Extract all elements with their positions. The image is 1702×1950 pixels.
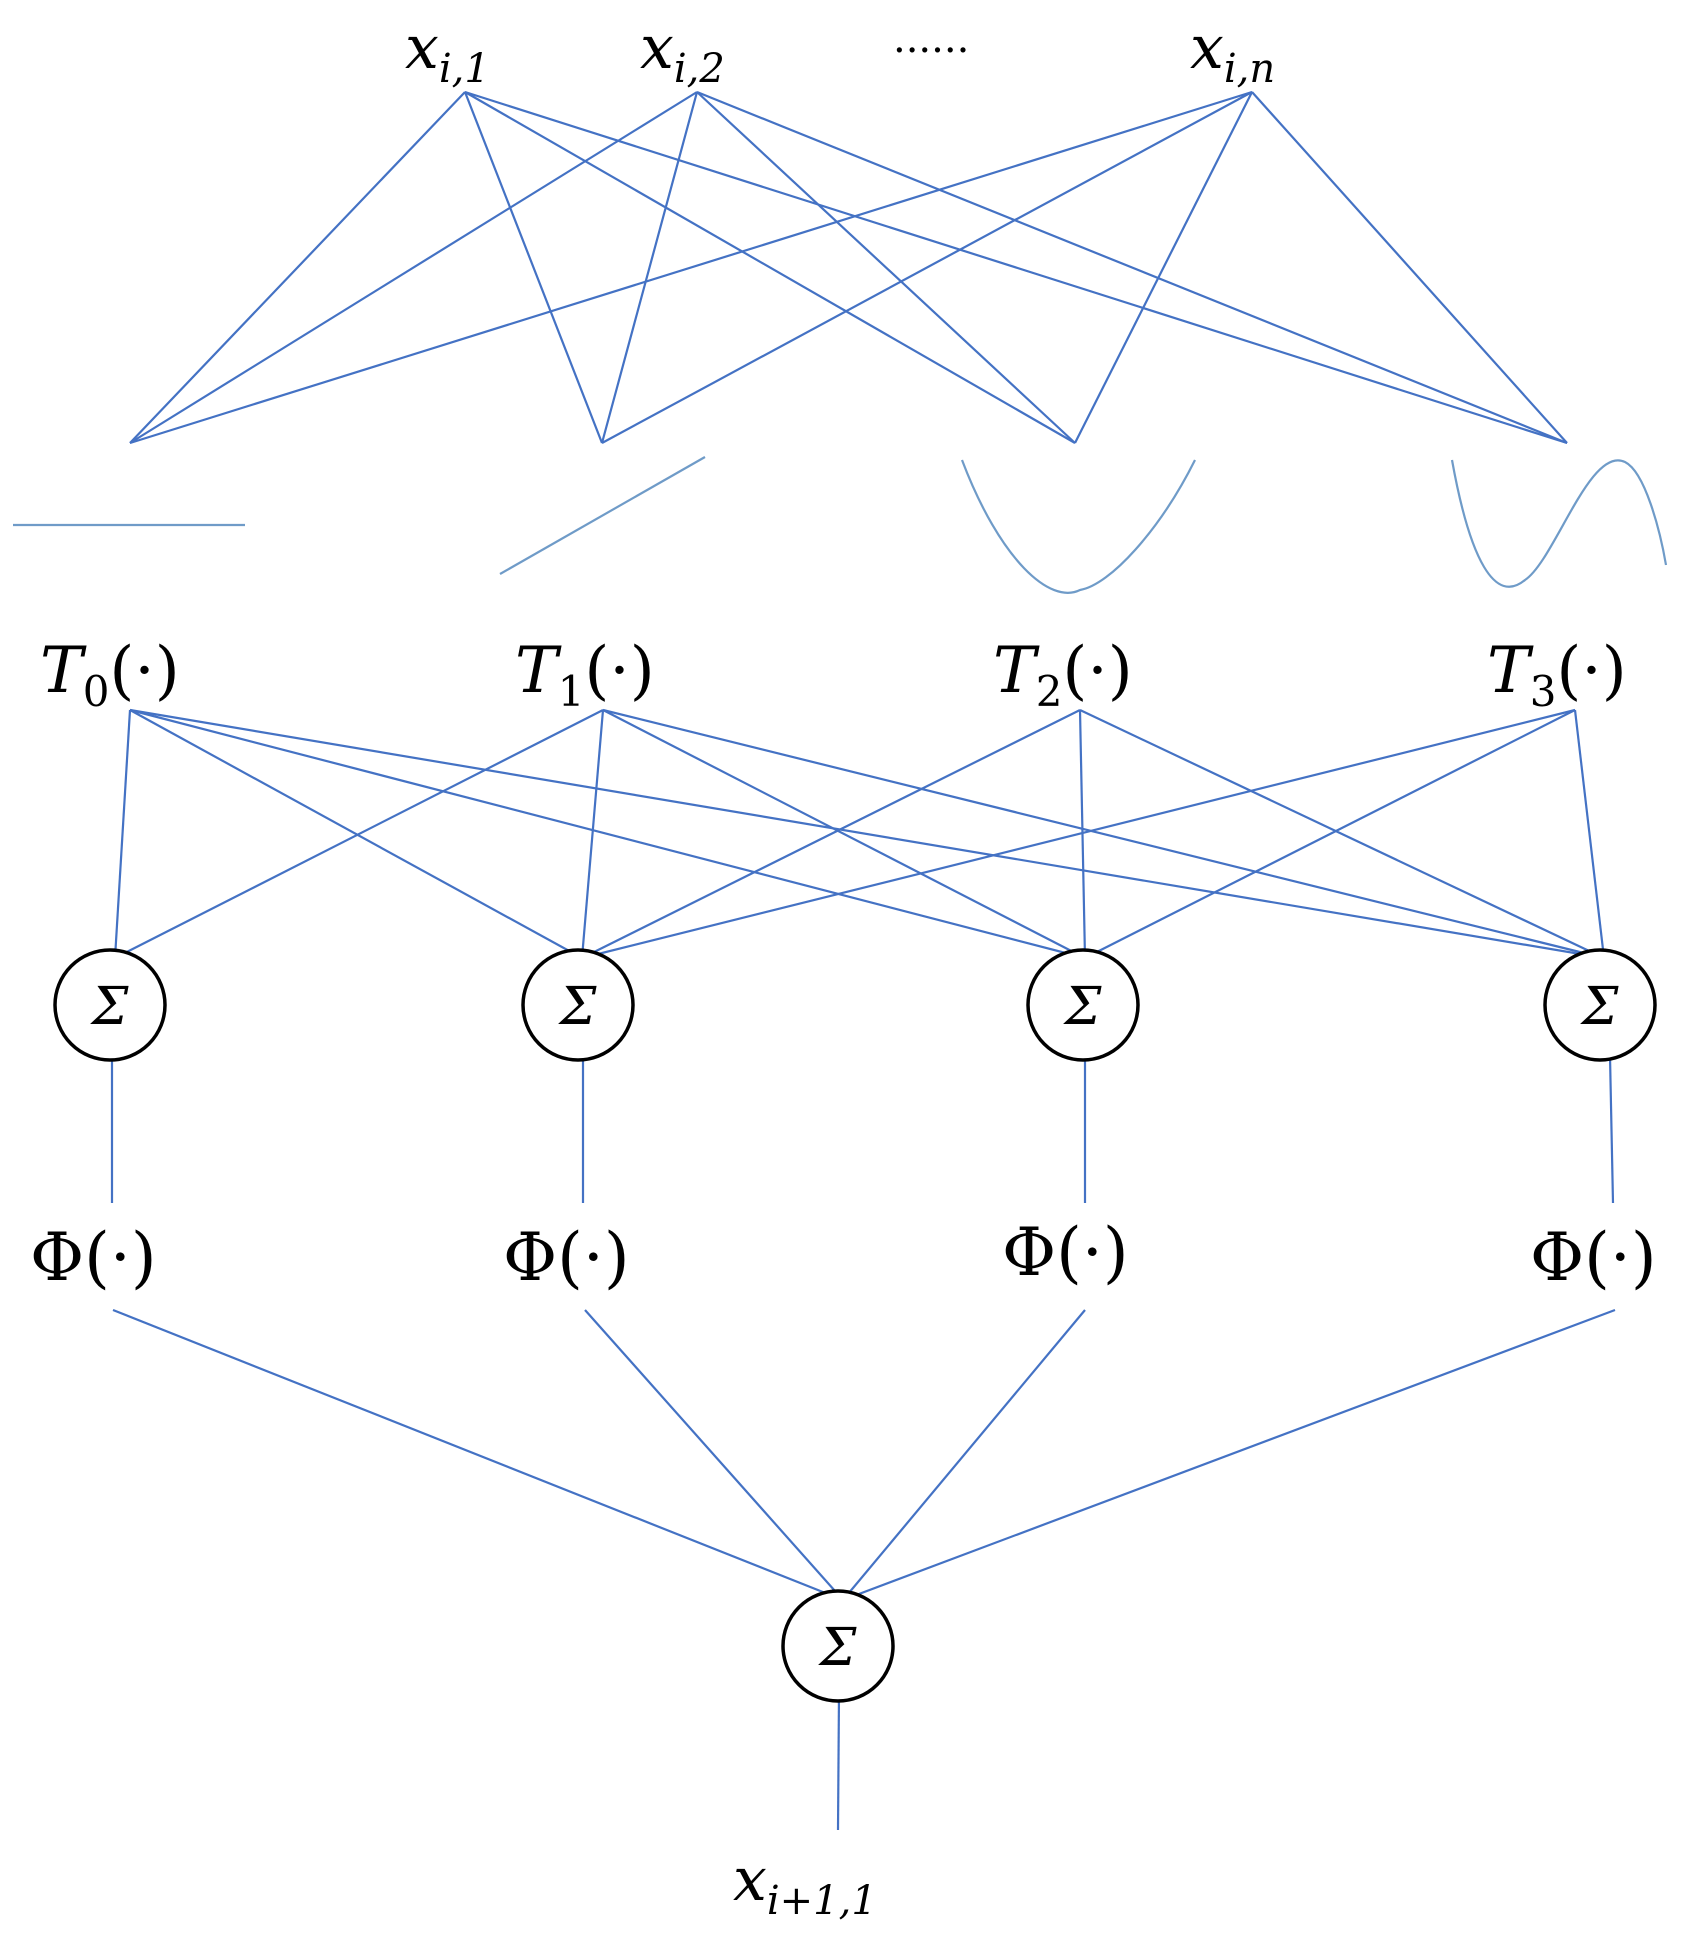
edge [129,708,1086,960]
activation-label-3: Φ(·) [1002,1214,1129,1291]
edge [1573,709,1606,959]
edge [112,1308,844,1602]
edge [842,1308,1616,1602]
sum-node-circle [53,948,167,1062]
activation-edges [112,1308,1616,1831]
basis-label-1: T1(·) [515,634,655,716]
sum-to-activation-edges [110,1055,1615,1204]
sum-node-symbol: Σ [1063,977,1102,1037]
edge [581,708,1576,960]
edge [602,709,1086,959]
edge [114,709,604,959]
output-sum-node: Σ [781,1589,895,1703]
edge [600,91,699,444]
sum-node-3: Σ [1026,948,1140,1062]
edge [129,90,1253,445]
edge [696,91,1076,444]
sum-node-4: Σ [1543,948,1657,1062]
edge [601,91,1253,444]
sum-node-symbol: Σ [558,977,597,1037]
edge [836,1692,841,1831]
edge [1608,1055,1615,1204]
sum-node-circle [1543,948,1657,1062]
sum-nodes: Σ Σ Σ Σ [53,948,1657,1062]
edge [602,708,1605,960]
activation-label-1: Φ(·) [30,1219,157,1296]
output-sum-symbol: Σ [818,1618,857,1678]
basis-label-3: T3(·) [1487,634,1627,716]
edge [584,1309,844,1601]
edge [463,91,604,444]
edge [1084,709,1576,959]
input-label-2: xi,2 [640,13,725,92]
basis-label-0: T0(·) [40,634,180,716]
edge [696,90,1568,445]
edge [581,709,1081,959]
input-ellipsis: ...... [893,16,969,62]
edge [129,91,698,444]
basis-labels: T0(·) T1(·) T2(·) T3(·) [40,634,1627,716]
activation-label-2: Φ(·) [503,1219,630,1296]
edge [1079,709,1605,959]
edge [842,1309,1086,1601]
edge [580,709,605,959]
edge [464,90,1568,445]
input-edges [129,90,1568,445]
edge [129,91,466,444]
sum-node-1: Σ [53,948,167,1062]
activation-label-4: Φ(·) [1530,1219,1657,1296]
sum-node-circle [1026,948,1140,1062]
sum-node-symbol: Σ [1580,977,1619,1037]
input-label-1: xi,1 [405,13,490,92]
linear-curve [499,456,706,575]
basis-shapes [13,456,1668,594]
edge [129,708,1605,960]
sum-node-circle [521,948,635,1062]
edge [1251,91,1568,444]
basis-label-2: T2(·) [993,634,1133,716]
edge [129,709,583,959]
quadratic-curve [960,459,1196,594]
input-labels: xi,1 xi,2 ...... xi,n [405,13,1275,92]
activation-labels: Φ(·) Φ(·) Φ(·) Φ(·) [30,1214,1657,1296]
output-label: xi+1,1 [733,1845,877,1924]
edge [464,91,1076,444]
sum-node-symbol: Σ [90,977,129,1037]
basis-edges [113,708,1606,960]
input-label-n: xi,n [1190,13,1275,92]
edge [1074,91,1253,444]
sum-node-2: Σ [521,948,635,1062]
cubic-curve [1450,459,1668,588]
edge [113,709,132,959]
output-sum-circle [781,1589,895,1703]
